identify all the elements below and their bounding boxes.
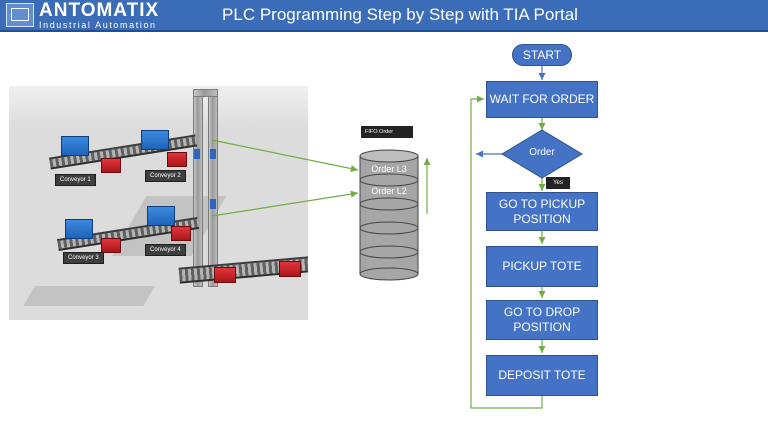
deposit-tote-step: DEPOSIT TOTE (486, 355, 598, 396)
logo: ANTOMATIX Industrial Automation (6, 0, 160, 30)
red-tote (167, 152, 187, 167)
decision-label: Order (529, 147, 555, 158)
red-tote (101, 238, 121, 253)
pickup-tote-step: PICKUP TOTE (486, 246, 598, 287)
wait-for-order-step: WAIT FOR ORDER (486, 81, 598, 118)
red-tote (279, 261, 301, 277)
blue-tote (65, 219, 93, 239)
blue-tote (141, 130, 169, 150)
blue-tote (61, 136, 89, 156)
red-tote (214, 267, 236, 283)
header-bar: ANTOMATIX Industrial Automation PLC Prog… (0, 0, 768, 32)
conveyor-2-label: Conveyor 2 (145, 170, 186, 182)
logo-name: ANTOMATIX (39, 0, 160, 21)
conveyor-4-label: Conveyor 4 (145, 244, 186, 256)
fifo-order-label: FIFO Order (361, 126, 413, 138)
fifo-slot-l3: Order L3 (371, 164, 407, 174)
page-title: PLC Programming Step by Step with TIA Po… (222, 5, 578, 24)
elevator-top (193, 89, 218, 97)
yes-label: Yes (546, 177, 570, 189)
red-tote (101, 158, 121, 173)
conveyor-3-label: Conveyor 3 (63, 252, 104, 264)
elevator-marker (210, 149, 216, 159)
go-to-pickup-step: GO TO PICKUP POSITION (486, 192, 598, 231)
conveyor-1-label: Conveyor 1 (55, 174, 96, 186)
blue-tote (147, 206, 175, 226)
warehouse-scene: Conveyor 1 Conveyor 2 Conveyor 3 Conveyo… (9, 86, 308, 320)
logo-icon (6, 3, 34, 27)
elevator-marker (194, 149, 200, 159)
elevator-column-left (193, 89, 203, 287)
elevator-marker (210, 199, 216, 209)
red-tote (171, 226, 191, 241)
go-to-drop-step: GO TO DROP POSITION (486, 300, 598, 340)
scene-background (9, 86, 308, 128)
fifo-slot-l2: Order L2 (371, 186, 407, 196)
elevator-column-right (208, 89, 218, 287)
floor-shadow (23, 286, 155, 306)
logo-subtitle: Industrial Automation (39, 19, 157, 30)
start-terminal: START (512, 44, 572, 66)
